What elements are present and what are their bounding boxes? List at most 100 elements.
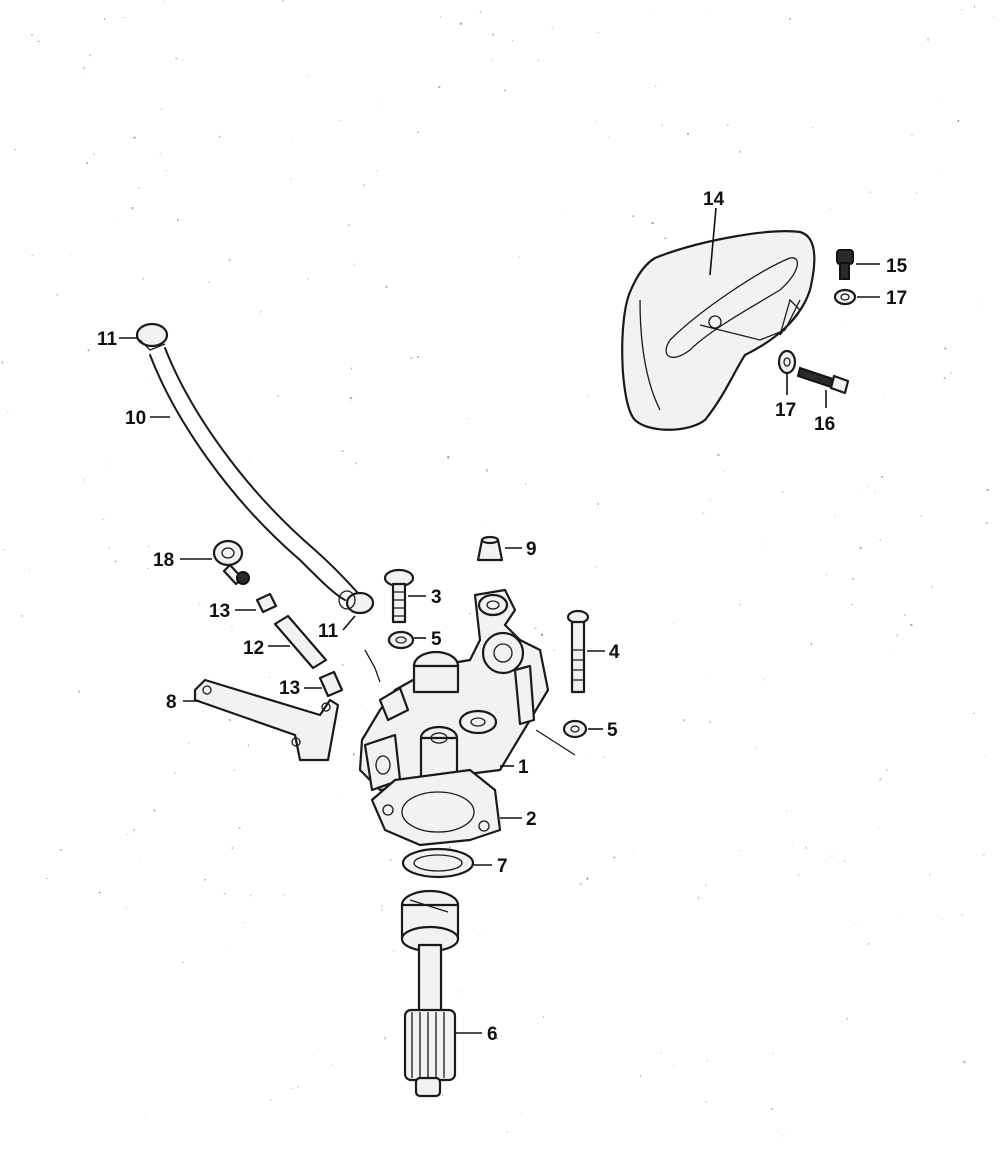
scan-speck — [144, 1113, 146, 1116]
part-8-bracket — [193, 678, 340, 762]
scan-speck — [260, 310, 262, 313]
svg-text:11: 11 — [97, 329, 118, 350]
scan-speck — [903, 614, 906, 616]
scan-speck — [789, 18, 792, 20]
scan-speck — [410, 357, 413, 359]
scan-speck — [941, 919, 943, 920]
scan-speck — [607, 136, 609, 138]
callout-1: 1 — [500, 757, 529, 778]
scan-speck — [14, 148, 16, 151]
scan-speck — [883, 394, 885, 396]
part-7-o-ring — [401, 847, 475, 879]
scan-speck — [993, 16, 995, 18]
scan-speck — [458, 991, 459, 993]
callout-17-upper: 17 — [857, 288, 907, 309]
scan-speck — [632, 215, 635, 217]
scan-speck — [633, 852, 635, 854]
scan-speck — [868, 942, 870, 945]
scan-speck — [147, 568, 149, 569]
scan-speck — [389, 859, 392, 861]
scan-speck — [950, 372, 952, 374]
scan-speck — [651, 8, 652, 10]
part-5-washer-lower — [562, 719, 588, 739]
scan-speck — [944, 347, 947, 350]
scan-speck — [919, 515, 922, 517]
scan-speck — [797, 874, 800, 876]
scan-speck — [104, 18, 105, 20]
scan-speck — [348, 224, 350, 226]
scan-speck — [910, 624, 913, 626]
scan-speck — [831, 855, 833, 858]
scan-speck — [911, 134, 913, 136]
scan-speck — [20, 615, 23, 617]
scan-speck — [376, 170, 378, 172]
part-6-drive-shaft — [400, 889, 460, 1098]
callout-11-bottom: 11 — [318, 615, 356, 642]
part-11-clamp-top — [135, 322, 169, 351]
scan-speck — [739, 603, 741, 606]
scan-speck — [702, 512, 705, 514]
part-9-cap — [476, 535, 504, 562]
scan-speck — [199, 604, 201, 605]
part-5-washer-upper — [387, 630, 415, 650]
scan-speck — [886, 769, 888, 772]
scan-speck — [175, 57, 178, 60]
scan-speck — [381, 905, 383, 908]
scan-speck — [687, 133, 689, 135]
svg-text:8: 8 — [166, 692, 177, 713]
scan-speck — [307, 277, 309, 280]
callout-9: 9 — [505, 539, 537, 560]
scan-speck — [84, 479, 85, 481]
part-4-screw — [566, 609, 590, 694]
svg-text:3: 3 — [431, 587, 442, 608]
scan-speck — [503, 89, 506, 92]
callout-15: 15 — [856, 256, 908, 277]
scan-speck — [739, 850, 740, 852]
scan-speck — [3, 549, 5, 551]
part-11-clamp-bottom — [338, 590, 375, 615]
scan-speck — [381, 909, 383, 912]
scan-speck — [78, 690, 80, 693]
part-13-sleeve-lower — [318, 670, 344, 698]
scan-speck — [491, 59, 493, 61]
svg-text:12: 12 — [243, 638, 264, 659]
scan-speck — [931, 586, 933, 589]
scan-speck — [246, 553, 248, 554]
scan-speck — [834, 516, 836, 518]
scan-speck — [566, 212, 567, 213]
scan-speck — [231, 626, 233, 628]
scan-speck — [124, 908, 127, 910]
scan-speck — [353, 263, 355, 266]
scan-speck — [943, 377, 946, 379]
scan-speck — [755, 747, 756, 749]
scan-speck — [484, 525, 486, 527]
scan-speck — [868, 486, 869, 489]
scan-speck — [1, 361, 3, 364]
scan-speck — [739, 150, 741, 153]
part-17-washer-upper — [833, 288, 857, 306]
scan-speck — [723, 471, 725, 473]
scan-speck — [673, 1064, 675, 1066]
scan-speck — [308, 704, 309, 707]
scan-speck — [717, 454, 720, 456]
scan-speck — [46, 878, 48, 879]
scan-speck — [228, 951, 230, 952]
callout-3: 3 — [408, 587, 442, 608]
scan-speck — [661, 124, 664, 127]
scan-speck — [242, 922, 244, 924]
scan-speck — [37, 40, 40, 42]
scan-speck — [927, 38, 929, 41]
callout-11-top: 11 — [97, 329, 138, 350]
callout-12: 12 — [243, 638, 290, 659]
scan-speck — [82, 78, 84, 80]
scan-speck — [469, 613, 471, 614]
scan-speck — [479, 934, 481, 936]
scan-speck — [889, 650, 891, 652]
scan-speck — [651, 222, 654, 224]
scan-speck — [771, 1108, 773, 1110]
scan-speck — [148, 545, 150, 548]
scan-speck — [417, 131, 419, 134]
scan-speck — [393, 950, 395, 952]
scan-speck — [844, 859, 846, 862]
scan-speck — [31, 255, 34, 257]
